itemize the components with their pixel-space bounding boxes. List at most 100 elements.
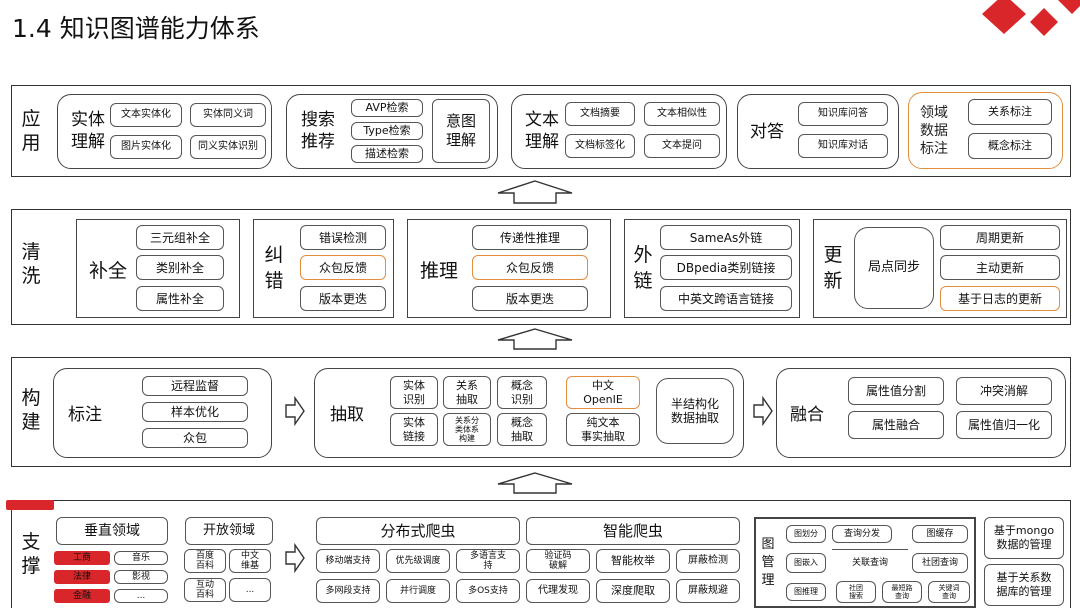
avp-search: AVP检索: [351, 99, 423, 117]
crowd-feedback: 众包反馈: [300, 255, 386, 280]
proxy-discovery: 代理发现: [526, 579, 590, 603]
up-arrow-icon: [497, 180, 573, 204]
entity-synonyms: 实体同义词: [190, 103, 266, 127]
transitive-inference: 传递性推理: [472, 225, 588, 250]
right-arrow-icon: [285, 543, 305, 573]
crawler-multilingual: 多语言支 持: [456, 549, 520, 573]
crawler-parallel-scheduling: 并行调度: [386, 579, 450, 603]
smart-crawler-title: 智能爬虫: [526, 517, 740, 545]
type-search: Type检索: [351, 122, 423, 140]
fusion-label: 融合: [790, 404, 824, 425]
inference-crowd-feedback: 众包反馈: [472, 255, 588, 280]
smart-enumeration: 智能枚举: [596, 549, 670, 573]
domain-annotation-label: 领域 数据 标注: [920, 105, 948, 157]
dbpedia-category-link: DBpedia类别链接: [660, 255, 792, 280]
graph-embedding: 图嵌入: [786, 553, 826, 573]
open-item-baidu-baike: 百度 百科: [184, 549, 226, 573]
periodic-update: 周期更新: [940, 225, 1060, 250]
description-search: 描述检索: [351, 145, 423, 163]
shortest-path-query: 最短路 查询: [882, 581, 922, 603]
relation-extraction: 关系 抽取: [443, 376, 491, 409]
crawler-priority-scheduling: 优先级调度: [386, 549, 450, 573]
association-query: 关联查询: [832, 553, 908, 573]
crawler-multi-os: 多OS支持: [456, 579, 520, 603]
captcha-cracking: 验证码 破解: [526, 549, 590, 573]
version-iteration: 版本更迭: [300, 286, 386, 311]
deep-crawling: 深度爬取: [596, 579, 670, 603]
sample-optimization: 样本优化: [142, 402, 248, 422]
relation-annotation: 关系标注: [968, 99, 1052, 125]
text-similarity: 文本相似性: [644, 102, 720, 126]
attribute-completion: 属性补全: [136, 286, 224, 311]
support-layer-label: 支 撑: [21, 531, 41, 577]
document-summary: 文档摘要: [565, 102, 635, 126]
annotation-label: 标注: [68, 404, 102, 425]
right-arrow-icon: [285, 396, 305, 426]
entity-recognition: 实体 识别: [390, 376, 438, 409]
error-detection: 错误检测: [300, 225, 386, 250]
log-based-update: 基于日志的更新: [940, 286, 1060, 311]
conflict-resolution: 冲突消解: [956, 377, 1052, 405]
graph-management-label: 图 管 理: [761, 537, 775, 588]
distributed-crawler-title: 分布式爬虫: [316, 517, 520, 545]
qa-label: 对答: [750, 121, 784, 142]
up-arrow-icon: [497, 328, 573, 350]
entity-understanding-label: 实体 理解: [71, 110, 105, 152]
open-item-more: ...: [229, 578, 271, 602]
attribute-value-split: 属性值分割: [848, 377, 944, 405]
inference-label: 推理: [419, 259, 458, 282]
text-understanding-label: 文本 理解: [525, 110, 559, 152]
text-question: 文本提问: [644, 134, 720, 158]
concept-annotation: 概念标注: [968, 133, 1052, 159]
keyword-query: 关键词 查询: [928, 581, 970, 603]
attribute-fusion: 属性融合: [848, 411, 944, 439]
update-label: 更 新: [823, 244, 843, 292]
community-search: 社团 搜索: [836, 581, 876, 603]
external-link-label: 外 链: [633, 244, 653, 292]
crawler-mobile-support: 移动端支持: [316, 549, 380, 573]
block-detection: 屏蔽检测: [676, 549, 740, 573]
up-arrow-icon: [497, 472, 573, 494]
image-entityization: 图片实体化: [110, 135, 182, 159]
attribute-value-normalization: 属性值归一化: [956, 411, 1052, 439]
open-item-hudong-baike: 互动 百科: [184, 578, 226, 602]
triple-completion: 三元组补全: [136, 225, 224, 250]
category-completion: 类别补全: [136, 255, 224, 280]
application-layer-label: 应 用: [21, 108, 41, 154]
block-evasion: 屏蔽规避: [676, 579, 740, 603]
page-title: 1.4 知识图谱能力体系: [12, 14, 260, 43]
mongo-storage: 基于mongo 数据的管理: [984, 517, 1064, 559]
crowdsourcing: 众包: [142, 428, 248, 448]
crawler-multi-subnet: 多网段支持: [316, 579, 380, 603]
entity-linking: 实体 链接: [390, 413, 438, 446]
query-dispatch: 查询分发: [832, 525, 892, 543]
open-domain-title: 开放领域: [185, 517, 273, 545]
vertical-item-finance: 金融: [54, 589, 110, 603]
inference-version-iteration: 版本更迭: [472, 286, 588, 311]
intent-understanding: 意图 理解: [432, 99, 490, 163]
brand-logo: [982, 0, 1080, 36]
association-query-divider: [832, 549, 908, 550]
cross-language-link: 中英文跨语言链接: [660, 286, 792, 311]
error-correction-label: 纠 错: [264, 244, 284, 292]
chinese-openie: 中文 OpenIE: [566, 376, 640, 409]
synonym-entity-recognition: 同义实体识别: [190, 135, 266, 159]
site-sync: 局点同步: [854, 227, 934, 309]
relational-db-storage: 基于关系数 据库的管理: [984, 564, 1064, 606]
text-entityization: 文本实体化: [110, 103, 182, 127]
concept-recognition: 概念 识别: [497, 376, 547, 409]
right-arrow-icon: [753, 396, 773, 426]
vertical-item-business: 工商: [54, 551, 110, 565]
vertical-domain-title: 垂直领域: [56, 517, 168, 545]
community-query: 社团查询: [912, 553, 968, 573]
document-tagging: 文档标签化: [565, 134, 635, 158]
sameas-link: SameAs外链: [660, 225, 792, 250]
vertical-item-more: ...: [114, 589, 168, 603]
vertical-item-music: 音乐: [114, 551, 168, 565]
completion-label: 补全: [88, 259, 127, 282]
plain-text-fact-extraction: 纯文本 事实抽取: [566, 413, 640, 446]
vertical-item-film: 影视: [114, 570, 168, 584]
graph-partition: 图划分: [786, 525, 826, 543]
open-item-chinese-wiki: 中文 维基: [229, 549, 271, 573]
graph-reasoning: 图推理: [786, 583, 826, 601]
